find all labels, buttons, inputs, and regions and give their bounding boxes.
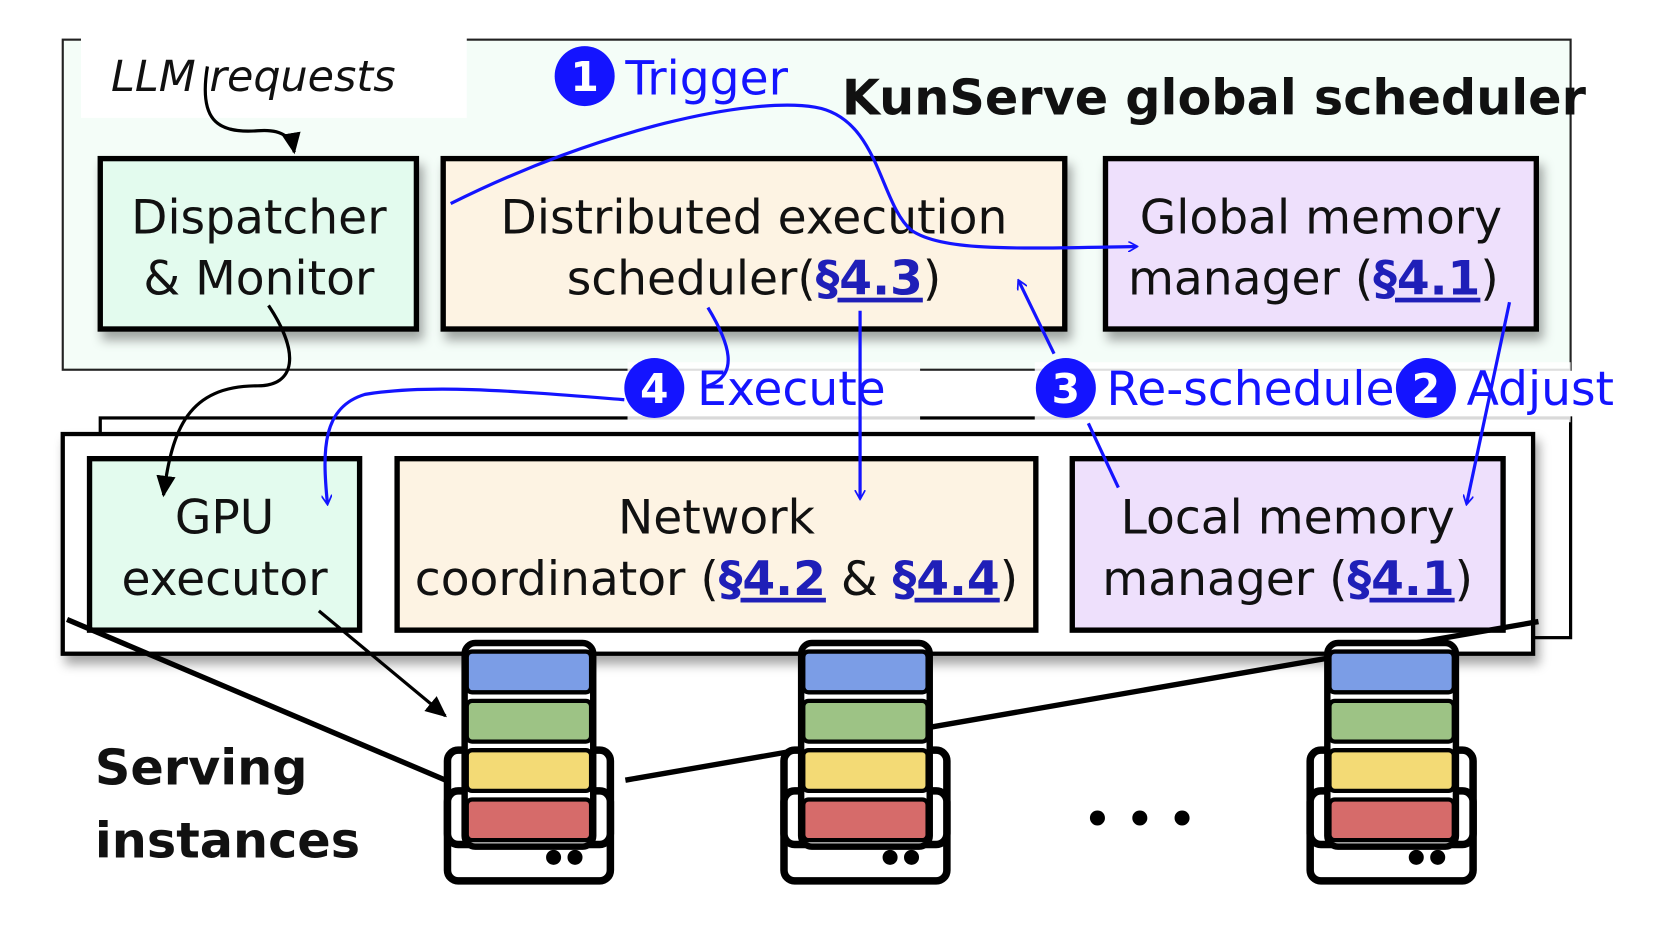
flow-arrows	[325, 103, 1512, 504]
reschedule-source-line	[1086, 422, 1120, 489]
reschedule-arrow	[1019, 281, 1056, 355]
global-memory-line1: Global memory	[1140, 191, 1502, 246]
llm-requests-label: LLM requests	[111, 52, 396, 102]
svg-text:Re-schedule: Re-schedule	[1107, 362, 1395, 417]
global-scheduler-title: KunServe global scheduler	[842, 69, 1587, 127]
local-memory-manager-box: Local memory manager (§4.1)	[1069, 455, 1506, 633]
serving-instances-line1: Serving	[95, 738, 308, 796]
dispatch-arrow	[156, 304, 292, 498]
section-ref-link[interactable]: §4.1	[1373, 252, 1480, 307]
section-ref-link[interactable]: §4.1	[1348, 552, 1455, 607]
svg-text:Trigger: Trigger	[624, 51, 788, 106]
step-number-badge	[554, 46, 615, 107]
dist-scheduler-line1: Distributed execution	[501, 191, 1008, 246]
step-3-reschedule: 3 Re-schedule	[1035, 357, 1395, 418]
gpu-executor-line1: GPU	[175, 491, 274, 546]
section-ref-link[interactable]: §4.3	[816, 252, 923, 307]
step-2-adjust: 2 Adjust	[1395, 357, 1614, 418]
local-memory-line2: manager (§4.1)	[1102, 552, 1473, 607]
network-line1: Network	[618, 491, 816, 546]
step-number-badge	[624, 357, 685, 418]
svg-text:Execute: Execute	[697, 362, 886, 417]
network-coordinator-box: Network coordinator (§4.2 & §4.4)	[394, 455, 1039, 633]
global-memory-line2: manager (§4.1)	[1128, 252, 1499, 307]
trigger-arrow	[449, 103, 1137, 248]
distributed-execution-scheduler-box: Distributed execution scheduler(§4.3)	[440, 155, 1068, 332]
svg-text:4: 4	[640, 365, 668, 413]
execute-arrow	[325, 387, 625, 504]
adjust-arrow	[1467, 301, 1512, 503]
global-memory-manager-box: Global memory manager (§4.1)	[1102, 155, 1539, 332]
serving-instances-line2: instances	[95, 811, 360, 869]
svg-text:2: 2	[1412, 365, 1440, 413]
gpu-executor-box: GPU executor	[86, 455, 363, 633]
dispatcher-line2: & Monitor	[143, 252, 375, 307]
svg-text:3: 3	[1052, 365, 1080, 413]
svg-text:1: 1	[570, 53, 598, 101]
gpu-executor-line2: executor	[122, 552, 329, 607]
step-1-trigger: 1 Trigger	[554, 46, 789, 107]
dispatcher-monitor-box: Dispatcher & Monitor	[97, 155, 420, 332]
request-arrow	[203, 66, 301, 155]
step-number-badge	[1035, 357, 1096, 418]
gpu-server-2	[784, 643, 947, 881]
dist-scheduler-line2: scheduler(§4.3)	[567, 252, 942, 307]
step-number-badge	[1395, 357, 1456, 418]
section-ref-link[interactable]: §4.2	[719, 552, 826, 607]
svg-text:Adjust: Adjust	[1467, 362, 1614, 417]
network-line2: coordinator (§4.2 & §4.4)	[415, 552, 1018, 607]
dispatcher-line1: Dispatcher	[131, 191, 387, 246]
more-servers-ellipsis: • • •	[1084, 795, 1196, 845]
local-memory-line1: Local memory	[1121, 491, 1455, 546]
gpu-server-3	[1310, 643, 1473, 881]
instance-connector-line	[65, 616, 452, 785]
section-ref-link[interactable]: §4.4	[893, 552, 1000, 607]
gpu-server-1	[447, 643, 610, 881]
execute-source-line	[706, 306, 730, 388]
step-4-execute: 4 Execute	[624, 357, 886, 418]
executor-to-gpu-arrow	[317, 609, 447, 718]
